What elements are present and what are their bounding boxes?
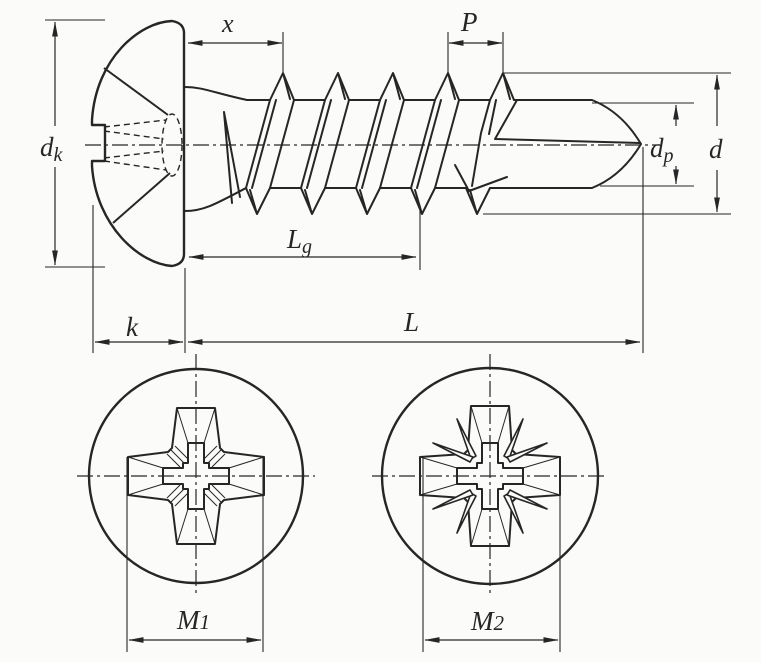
label-x: x	[221, 9, 234, 38]
recess-cone-line-lower	[112, 172, 171, 224]
dimension-head-height: k	[92, 205, 186, 353]
extension-lines	[422, 457, 561, 652]
phillips-slot-cross	[162, 442, 230, 510]
dimension-total-length: L	[187, 147, 644, 353]
phillips-centerlines	[77, 354, 315, 597]
thread-flanks	[245, 99, 497, 189]
wing-tick	[432, 489, 474, 510]
extension-lines	[45, 19, 105, 268]
wing-tick	[432, 442, 474, 463]
label-lg: Lg	[286, 224, 312, 258]
extension-lines	[92, 205, 186, 353]
label-dp: dp	[650, 133, 674, 167]
label-dk: dk	[40, 132, 64, 166]
label-d: d	[709, 134, 723, 164]
dimension-thread-diameter: d	[483, 72, 731, 215]
drill-point-body	[507, 99, 642, 189]
dimension-pitch: P	[447, 7, 504, 74]
label-m2: M2	[470, 606, 505, 636]
drill-point	[454, 99, 642, 192]
label-l: L	[403, 307, 419, 337]
phillips-corner-fillet-lines	[166, 445, 226, 507]
dimension-head-diameter: dk	[40, 19, 105, 268]
wing-tick	[506, 442, 548, 463]
extension-lines	[447, 32, 504, 74]
wing-tick	[506, 489, 548, 510]
phillips-recess-view: M1	[77, 354, 315, 652]
dimension-thread-runout: x	[187, 9, 284, 72]
label-m1: M1	[176, 605, 210, 635]
drill-point-chip-notch	[454, 164, 508, 192]
dimension-m1: M1	[126, 457, 264, 652]
recess-cone-line-upper	[103, 67, 169, 116]
extension-lines	[592, 102, 694, 187]
label-k: k	[126, 312, 139, 342]
recess-hidden-lines	[103, 119, 167, 171]
screw-side-view: dk x P d dp Lg	[40, 7, 731, 353]
head-outline	[90, 19, 186, 268]
neck-profile	[184, 86, 248, 212]
pozidriv-wing-ticks	[432, 418, 548, 534]
pozidriv-slot-cross	[456, 442, 524, 510]
phillips-recess-wall-lines	[127, 407, 265, 545]
dimension-point-diameter: dp	[592, 102, 694, 187]
pozidriv-recess-wall-lines	[419, 405, 561, 547]
drill-point-flute-edge	[494, 99, 641, 144]
extension-lines	[483, 72, 731, 215]
thread-root-lines	[246, 99, 518, 189]
dimension-thread-length: Lg	[188, 210, 421, 270]
dimension-m2: M2	[422, 457, 561, 652]
label-p: P	[460, 7, 478, 37]
thread-start-lines	[223, 111, 241, 204]
thread-crests	[245, 72, 515, 215]
extension-lines	[126, 457, 264, 652]
pozidriv-recess-view: M2	[372, 354, 608, 652]
pozidriv-centerlines	[372, 354, 608, 597]
